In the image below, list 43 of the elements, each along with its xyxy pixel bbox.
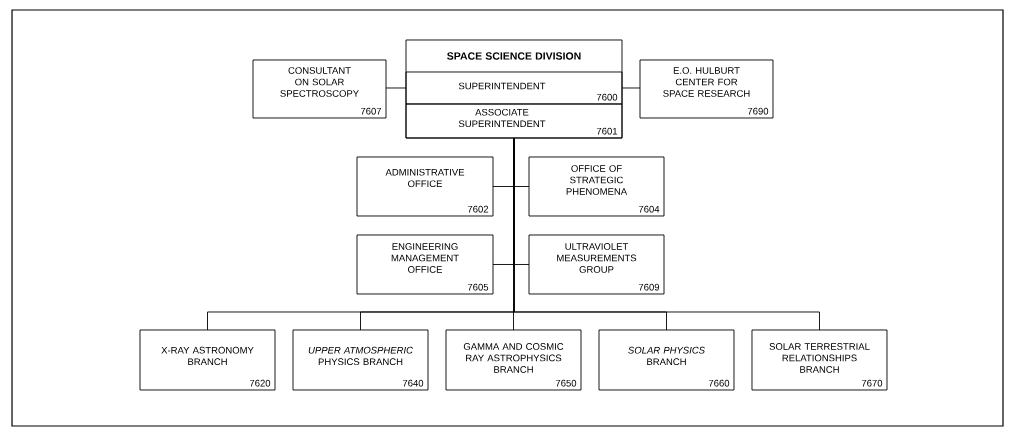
org-box [139,329,276,391]
org-box [356,234,494,295]
org-box [356,156,494,217]
office-code: 7640 [402,379,424,387]
org-box [751,329,888,391]
office-code: 7604 [638,205,660,213]
box-label: SUPERINTENDENT [458,82,546,90]
office-code: 7620 [249,379,271,387]
box-label: UPPER ATMOSPHERIC PHYSICS BRANCH [308,346,413,366]
office-code: 7600 [596,93,618,101]
office-code: 7605 [467,283,489,291]
office-code: 7609 [638,283,660,291]
org-box [598,329,735,391]
org-box [528,156,665,217]
box-label: SOLAR TERRESTRIAL RELATIONSHIPS BRANCH [769,343,870,373]
org-box [445,329,582,391]
org-box [639,59,774,119]
office-code: 7690 [747,107,769,115]
box-label: ENGINEERING MANAGEMENT OFFICE [391,243,459,273]
org-box [528,234,665,295]
office-code: 7601 [596,127,618,135]
org-box [405,103,623,139]
box-label: ULTRAVIOLET MEASUREMENTS GROUP [557,243,637,273]
org-box [252,59,387,119]
box-label: CONSULTANT ON SOLAR SPECTROSCOPY [280,67,359,97]
box-label: GAMMA AND COSMIC RAY ASTROPHYSICS BRANCH [463,343,564,373]
connector-line [513,137,820,331]
box-label: E.O. HULBURT CENTER FOR SPACE RESEARCH [663,67,750,97]
office-code: 7607 [360,107,382,115]
org-box [292,329,429,391]
box-label: OFFICE OF STRATEGIC PHENOMENA [566,165,628,195]
box-label: X-RAY ASTRONOMY BRANCH [161,346,254,366]
office-code: 7670 [861,379,883,387]
office-code: 7650 [555,379,577,387]
connector-line [385,87,407,89]
org-box [405,71,623,105]
box-label: ADMINISTRATIVE OFFICE [385,168,465,188]
box-label: SOLAR PHYSICS BRANCH [628,346,705,366]
connector-line [621,87,641,89]
box-label: SPACE SCIENCE DIVISION [447,52,581,60]
box-label: ASSOCIATE SUPERINTENDENT [458,108,546,128]
office-code: 7602 [467,205,489,213]
office-code: 7660 [708,379,730,387]
